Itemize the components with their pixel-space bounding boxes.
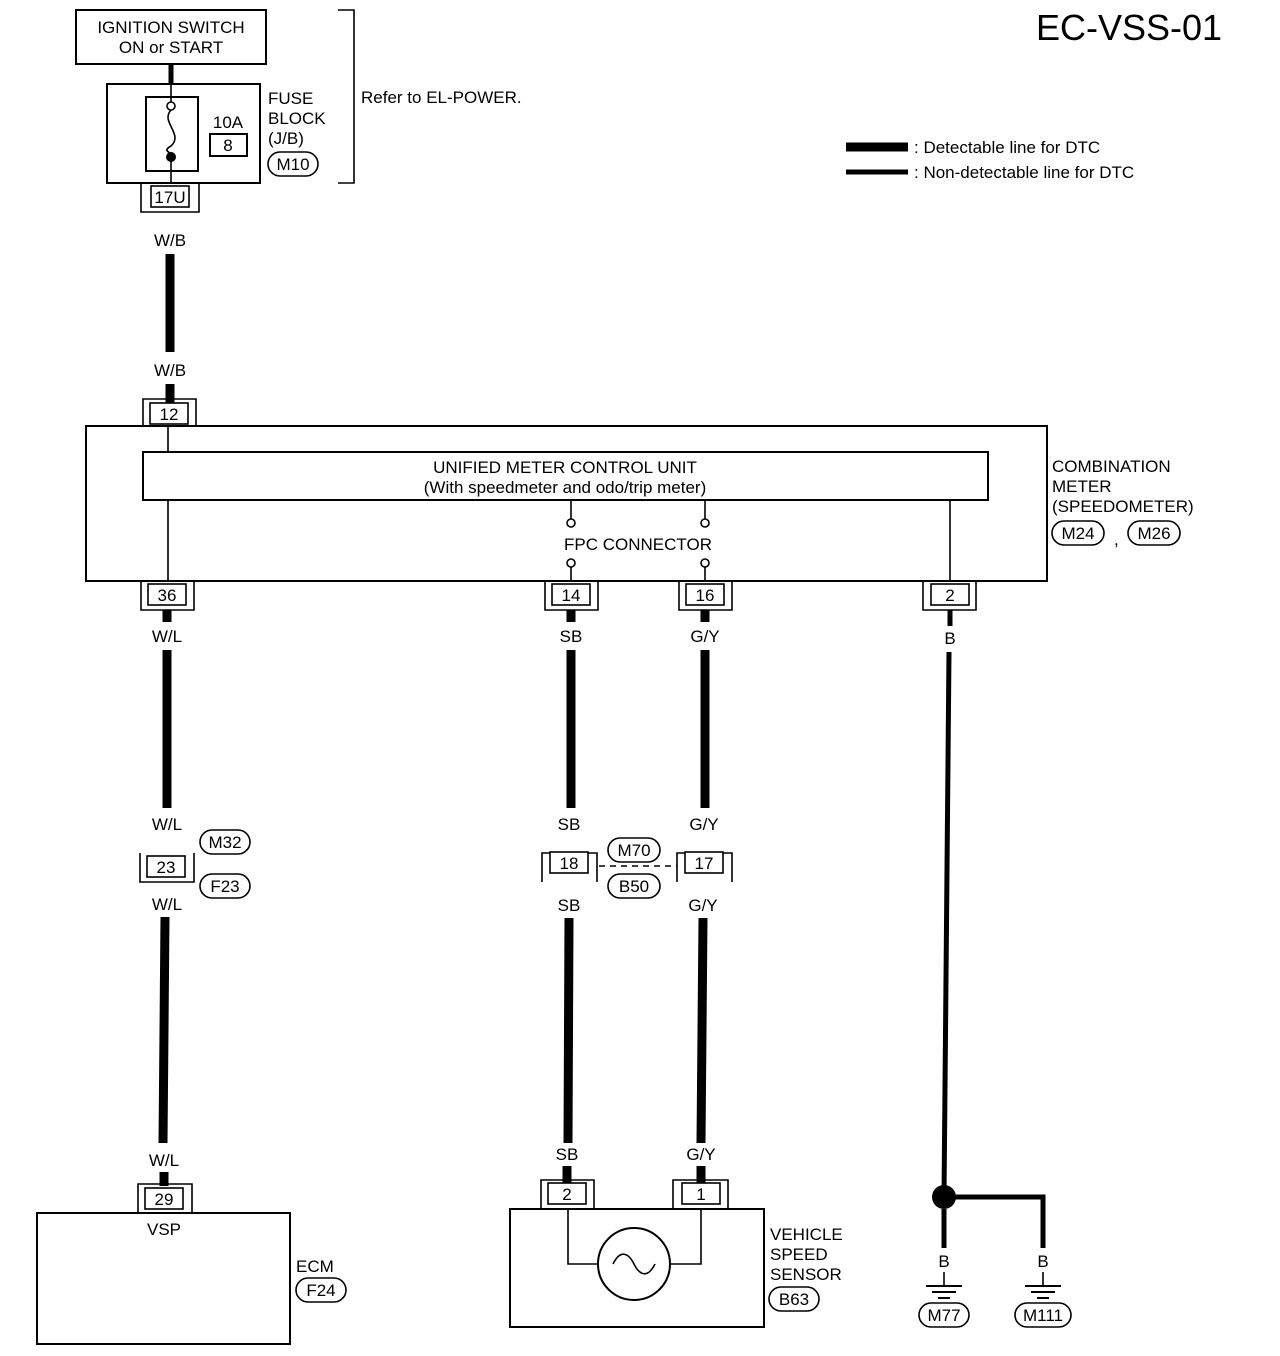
ignition-label-2: ON or START <box>119 38 223 57</box>
fuse-block: 10A 8 FUSE BLOCK (J/B) M10 <box>106 83 326 184</box>
ecm-pin-name: VSP <box>147 1220 181 1239</box>
wire-label-gy-2: G/Y <box>689 815 718 834</box>
ground-connector-2: M111 <box>1023 1306 1063 1325</box>
wire-label-sb-2: SB <box>558 815 581 834</box>
meter-label-2: METER <box>1052 477 1112 496</box>
vss-label-1: VEHICLE <box>770 1225 843 1244</box>
diagram-id: EC-VSS-01 <box>1036 7 1222 48</box>
fuse-terminal: 17U <box>154 188 185 207</box>
connector-12: 12 <box>142 398 197 426</box>
legend-detectable-text: : Detectable line for DTC <box>914 138 1100 157</box>
fuse-block-label-3: (J/B) <box>268 129 304 148</box>
connector-36: 36 <box>140 581 195 611</box>
ground-connector-1: M77 <box>927 1306 960 1325</box>
meter-terminal-14: 14 <box>562 586 581 605</box>
wire-label-wb-top: W/B <box>154 231 186 250</box>
meter-terminal-16: 16 <box>696 586 715 605</box>
vss-terminal-1: 1 <box>696 1185 705 1204</box>
wire-wl-lower <box>158 916 170 1144</box>
meter-label-3: (SPEEDOMETER) <box>1052 497 1194 516</box>
fuse-block-label-1: FUSE <box>268 89 313 108</box>
unit-label-1: UNIFIED METER CONTROL UNIT <box>433 458 697 477</box>
wire-label-gy-1: G/Y <box>690 627 719 646</box>
meter-label-1: COMBINATION <box>1052 457 1171 476</box>
legend-non-detectable-text: : Non-detectable line for DTC <box>914 163 1134 182</box>
joint-connector-18: 18 <box>541 851 598 882</box>
vss-label-3: SENSOR <box>770 1265 842 1284</box>
meter-terminal-12: 12 <box>160 405 179 424</box>
meter-terminal-36: 36 <box>158 586 177 605</box>
refer-bracket <box>338 9 355 184</box>
joint-23-connector-bottom: F23 <box>210 877 239 896</box>
vss-terminal-2: 2 <box>562 1185 571 1204</box>
ecm-terminal: 29 <box>155 1190 174 1209</box>
ground-icon <box>926 1272 962 1299</box>
wire-label-gy-3: G/Y <box>688 896 717 915</box>
ground-icon <box>1025 1272 1061 1299</box>
fuse-block-connector: M10 <box>276 155 309 174</box>
combination-meter: UNIFIED METER CONTROL UNIT (With speedme… <box>85 425 1048 582</box>
joint-17-connector-bottom: B50 <box>619 877 649 896</box>
wire-label-b-2: B <box>938 1252 949 1271</box>
wire-label-wl-1: W/L <box>152 627 182 646</box>
meter-terminal-2: 2 <box>945 586 954 605</box>
unified-meter-control-unit <box>142 451 989 501</box>
joint-17-connector-top: M70 <box>617 841 650 860</box>
ignition-label-1: IGNITION SWITCH <box>97 18 244 37</box>
connector-16: 16 <box>678 581 733 611</box>
wire-label-sb-1: SB <box>560 627 583 646</box>
wire-label-sb-4: SB <box>556 1145 579 1164</box>
meter-connector-1: M24 <box>1061 524 1094 543</box>
connector-14: 14 <box>544 581 599 611</box>
wire-sb-lower <box>563 917 574 1144</box>
sine-wave-icon <box>612 1253 656 1275</box>
joint-23-connector-top: M32 <box>208 833 241 852</box>
fpc-connector-label: FPC CONNECTOR <box>564 535 712 554</box>
wire-label-b-3: B <box>1037 1252 1048 1271</box>
wire-label-wl-3: W/L <box>152 895 182 914</box>
vehicle-speed-sensor <box>509 1208 765 1328</box>
wire-label-sb-3: SB <box>558 896 581 915</box>
wire-label-b-1: B <box>944 629 955 648</box>
legend: : Detectable line for DTC : Non-detectab… <box>846 138 1134 182</box>
fuse-icon <box>166 109 176 156</box>
wire-b <box>941 651 952 1198</box>
ac-generator-icon <box>597 1227 671 1301</box>
vss-connector: B63 <box>779 1290 809 1309</box>
fuse-top-terminal <box>166 101 176 111</box>
fuse-number: 8 <box>223 136 232 155</box>
ecm-connector: F24 <box>306 1281 335 1300</box>
ecm-label: ECM <box>296 1257 334 1276</box>
vss-label-2: SPEED <box>770 1245 828 1264</box>
wire-gy-lower <box>696 917 708 1144</box>
wire-label-wl-4: W/L <box>149 1151 179 1170</box>
refer-text: Refer to EL-POWER. <box>361 88 522 107</box>
ecm: VSP <box>36 1212 291 1345</box>
connector-vss-1: 1 <box>672 1179 729 1209</box>
connector-29: 29 <box>137 1183 193 1213</box>
connector-2: 2 <box>922 581 977 611</box>
meter-connector-2: M26 <box>1137 524 1170 543</box>
ground-branch-wire <box>944 1194 1046 1248</box>
joint-18-number: 18 <box>560 854 579 873</box>
wire-label-wl-2: W/L <box>152 815 182 834</box>
fuse-block-label-2: BLOCK <box>268 109 326 128</box>
unit-label-2: (With speedmeter and odo/trip meter) <box>424 478 707 497</box>
joint-connector-17: 17 <box>676 851 733 882</box>
wire-label-gy-4: G/Y <box>686 1145 715 1164</box>
connector-17u: 17U <box>140 183 200 213</box>
joint-23-number: 23 <box>157 858 176 877</box>
fuse-rating: 10A <box>213 113 244 132</box>
ignition-switch: IGNITION SWITCH ON or START <box>75 9 267 65</box>
joint-17-number: 17 <box>695 854 714 873</box>
wire-label-wb-bottom: W/B <box>154 361 186 380</box>
meter-connector-comma: , <box>1114 530 1119 549</box>
joint-connector-23: 23 <box>139 853 195 883</box>
connector-vss-2: 2 <box>540 1179 595 1209</box>
